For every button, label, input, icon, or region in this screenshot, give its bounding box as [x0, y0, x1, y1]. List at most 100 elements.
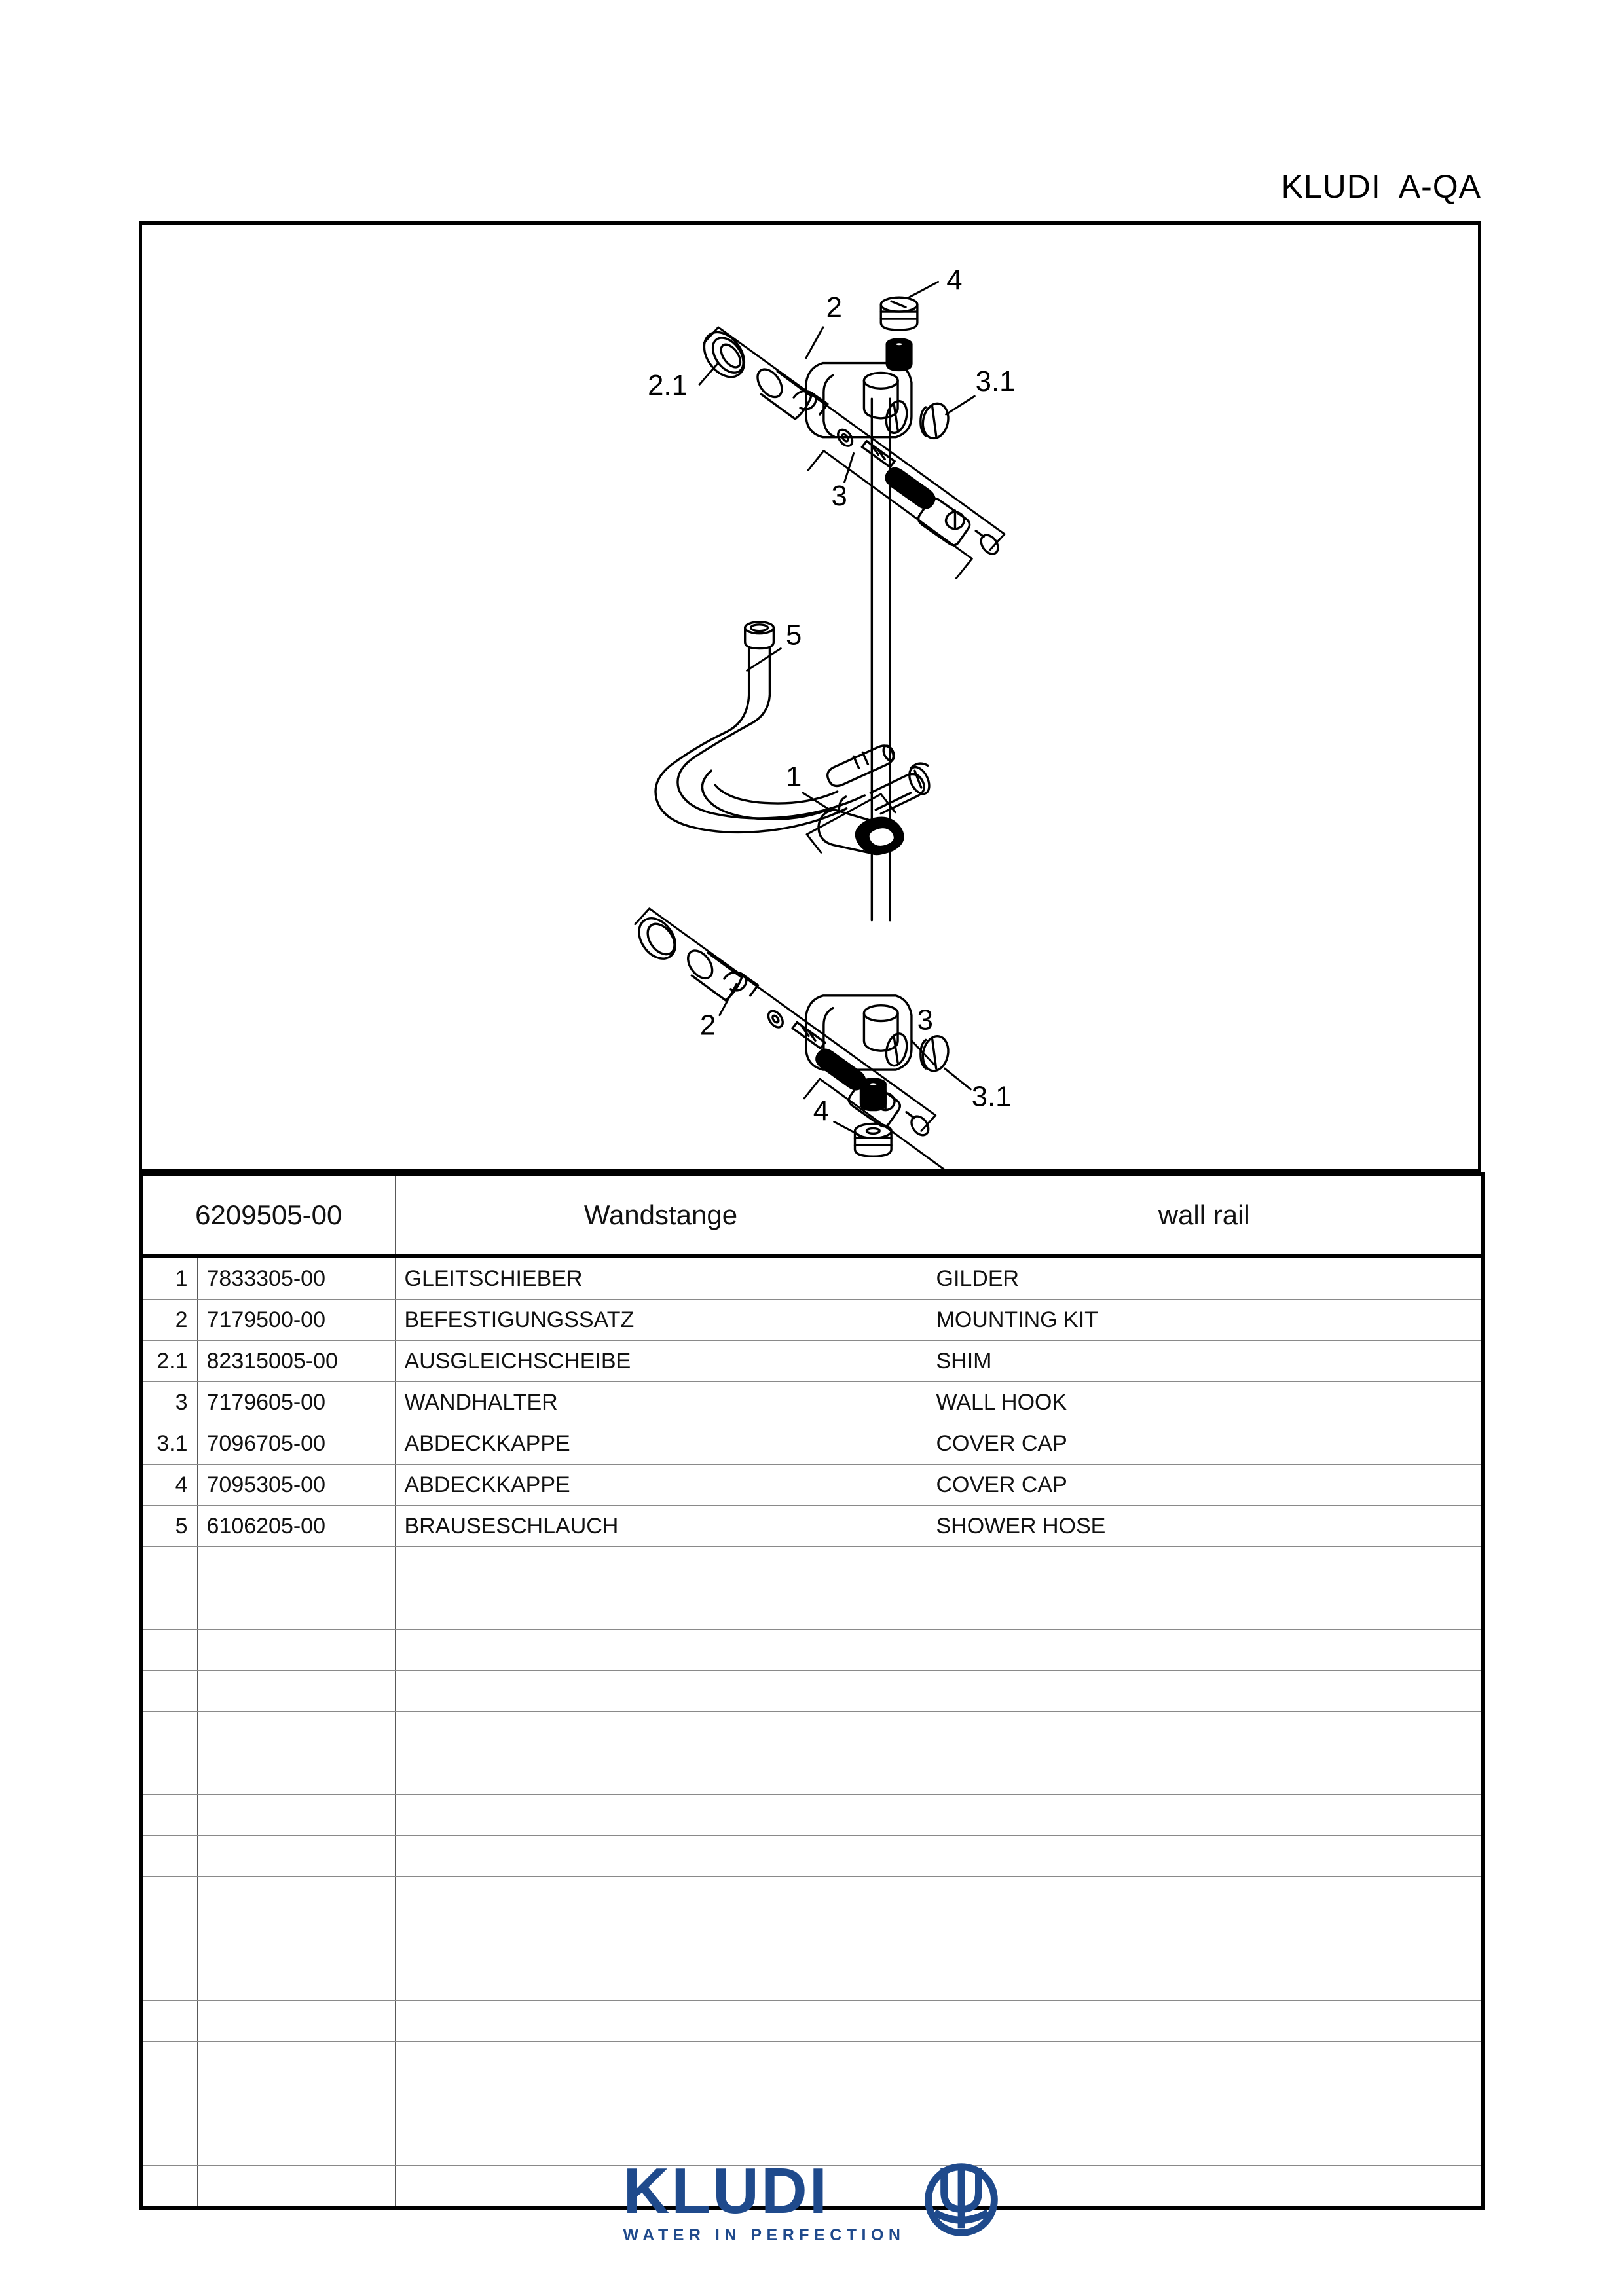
cell-en: [926, 1835, 1485, 1877]
cell-article: [196, 1753, 396, 1795]
cell-en: [926, 2165, 1485, 2210]
shower-hose: [654, 621, 895, 834]
mounting-kit-top: [703, 331, 999, 555]
cell-de: [394, 1918, 927, 1959]
callout-4-top: 4: [946, 264, 962, 296]
cell-de: BRAUSESCHLAUCH: [394, 1505, 927, 1547]
cell-pos: 2.1: [139, 1340, 198, 1382]
table-row: [139, 1753, 1485, 1795]
cell-de: [394, 1546, 927, 1588]
table-row: [139, 2124, 1485, 2166]
cell-de: BEFESTIGUNGSSATZ: [394, 1299, 927, 1341]
table-row: [139, 1835, 1485, 1877]
callout-4-bottom: 4: [813, 1095, 829, 1127]
cell-article: 7096705-00: [196, 1423, 396, 1465]
callout-1: 1: [786, 761, 802, 793]
cell-article: 82315005-00: [196, 1340, 396, 1382]
cell-de: ABDECKKAPPE: [394, 1423, 927, 1465]
cell-article: 6106205-00: [196, 1505, 396, 1547]
cell-pos: 3.1: [139, 1423, 198, 1465]
cell-de: [394, 2000, 927, 2042]
callout-2-bottom: 2: [700, 1009, 716, 1041]
brand-tagline: WATER IN PERFECTION: [623, 2226, 906, 2245]
brand-name: KLUDI: [623, 2155, 829, 2227]
cover-cap-4-bottom: [853, 1122, 893, 1157]
cell-pos: [139, 2041, 198, 2083]
cover-cap-4-top: [879, 296, 919, 331]
cell-de: GLEITSCHIEBER: [394, 1256, 927, 1300]
cell-pos: [139, 1711, 198, 1753]
table-row: [139, 1629, 1485, 1671]
callout-3-1-top: 3.1: [976, 365, 1016, 397]
cell-de: ABDECKKAPPE: [394, 1464, 927, 1506]
cell-article: [196, 1794, 396, 1836]
cell-pos: [139, 1753, 198, 1795]
cell-en: WALL HOOK: [926, 1381, 1485, 1423]
cell-en: [926, 2000, 1485, 2042]
cell-article: [196, 2083, 396, 2124]
cell-en: [926, 2124, 1485, 2166]
grub-screw-bottom: [859, 1078, 887, 1112]
wall-hook-bottom: [805, 994, 913, 1071]
cell-en: SHIM: [926, 1340, 1485, 1382]
cell-de: [394, 1835, 927, 1877]
cell-en: COVER CAP: [926, 1423, 1485, 1465]
cell-article: [196, 1835, 396, 1877]
cell-en: GILDER: [926, 1256, 1485, 1300]
cell-pos: [139, 2000, 198, 2042]
header-article-number: 6209505-00: [139, 1172, 396, 1258]
cell-article: [196, 1546, 396, 1588]
cell-article: [196, 2165, 396, 2210]
cell-pos: 1: [139, 1256, 198, 1300]
table-row: [139, 1711, 1485, 1753]
trident-circle-emblem: [925, 2163, 999, 2236]
cell-de: [394, 2165, 927, 2210]
cell-en: [926, 1753, 1485, 1795]
grub-screw-top: [885, 338, 913, 372]
technical-drawing-frame: 2.1 2 4 3.1 3 5 1 2 3 3.1 4: [139, 221, 1481, 1172]
cell-de: [394, 1588, 927, 1630]
table-row: [139, 1546, 1485, 1588]
cell-de: [394, 1959, 927, 2001]
cell-pos: [139, 1959, 198, 2001]
cell-en: [926, 1546, 1485, 1588]
cell-article: [196, 1876, 396, 1918]
table-row: [139, 1918, 1485, 1959]
cell-pos: [139, 1546, 198, 1588]
table-row: [139, 2000, 1485, 2042]
cell-article: [196, 2124, 396, 2166]
cell-article: [196, 1588, 396, 1630]
callout-3-top: 3: [832, 480, 847, 512]
cell-pos: [139, 2083, 198, 2124]
cell-article: [196, 1918, 396, 1959]
callout-3-bottom: 3: [917, 1004, 933, 1036]
cell-de: [394, 2083, 927, 2124]
table-header-row: 6209505-00 Wandstange wall rail: [139, 1172, 1485, 1258]
cover-cap-3-1-top: [919, 402, 950, 440]
cell-article: [196, 1629, 396, 1671]
callout-3-1-bottom: 3.1: [972, 1081, 1012, 1113]
table-row: [139, 1959, 1485, 2001]
cell-article: 7095305-00: [196, 1464, 396, 1506]
cell-en: MOUNTING KIT: [926, 1299, 1485, 1341]
cell-article: [196, 1959, 396, 2001]
cell-article: [196, 2041, 396, 2083]
cell-pos: [139, 1835, 198, 1877]
cell-en: [926, 1918, 1485, 1959]
table-row: [139, 2165, 1485, 2210]
cell-pos: 3: [139, 1381, 198, 1423]
cover-cap-3-1-bottom: [919, 1035, 950, 1072]
table-row: [139, 1588, 1485, 1630]
cell-pos: 2: [139, 1299, 198, 1341]
cell-de: [394, 1629, 927, 1671]
wall-hook-top: [805, 361, 913, 439]
cell-pos: [139, 1794, 198, 1836]
exploded-parts-drawing: 2.1 2 4 3.1 3 5 1 2 3 3.1 4: [634, 264, 1016, 1169]
kludi-logo: KLUDI WATER IN PERFECTION: [0, 2159, 1624, 2245]
